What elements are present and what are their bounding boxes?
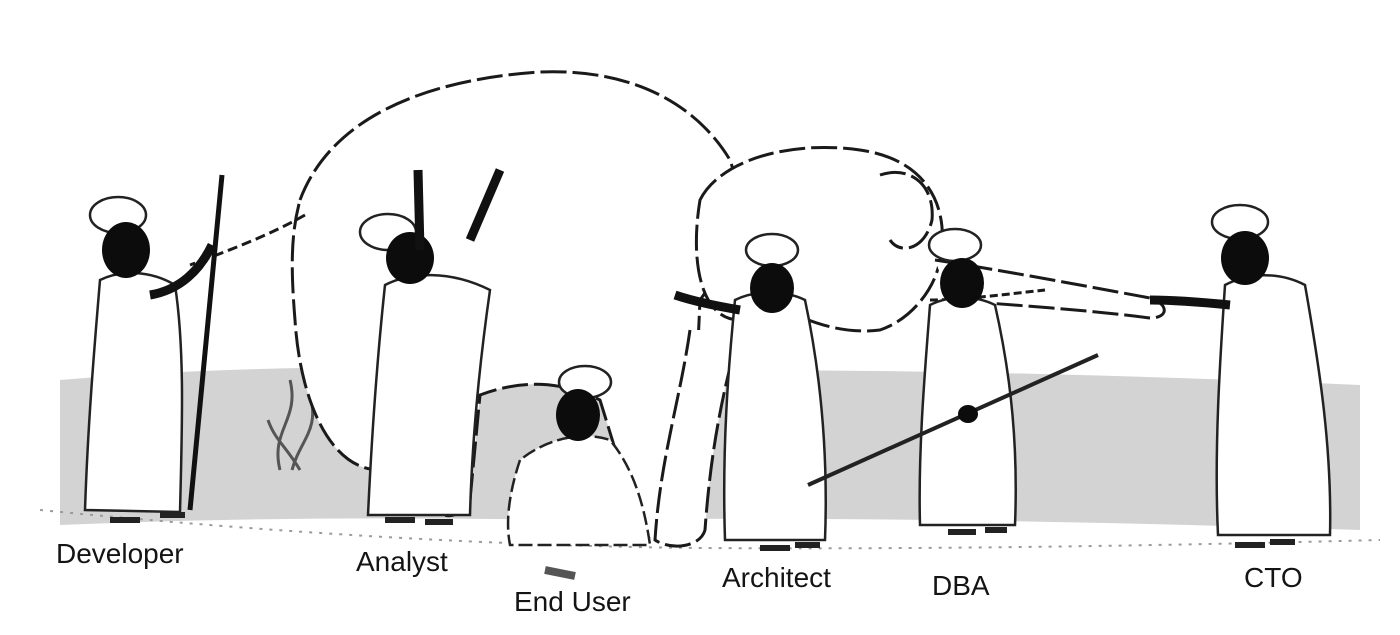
analyst-figure bbox=[358, 168, 505, 525]
architect-feet bbox=[760, 542, 820, 551]
label-developer: Developer bbox=[56, 538, 184, 569]
end-user-figure bbox=[506, 364, 652, 580]
label-dba: DBA bbox=[932, 570, 990, 601]
elephant-front-leg bbox=[653, 329, 742, 548]
label-architect: Architect bbox=[722, 562, 831, 593]
analyst-arm-left bbox=[413, 169, 425, 251]
cto-figure bbox=[1149, 203, 1332, 548]
end-user-slipper bbox=[544, 566, 576, 580]
analyst-feet bbox=[385, 517, 453, 525]
architect-arm bbox=[673, 290, 741, 315]
developer-feet bbox=[110, 512, 185, 523]
developer-staff bbox=[187, 174, 225, 511]
end-user-face bbox=[556, 389, 600, 441]
elephant-trunk bbox=[934, 258, 1166, 320]
cto-arm bbox=[1149, 295, 1231, 310]
dba-face bbox=[940, 258, 984, 308]
elephant-head bbox=[694, 146, 944, 333]
architect-robe bbox=[722, 291, 827, 542]
developer-figure bbox=[83, 174, 225, 523]
end-user-robe bbox=[506, 434, 652, 547]
ground-speckle-band bbox=[39, 509, 1381, 550]
cto-robe bbox=[1215, 274, 1332, 537]
elephant-tusk bbox=[929, 288, 1046, 302]
dba-turban bbox=[927, 227, 983, 263]
developer-robe bbox=[83, 271, 184, 514]
elephant-ear bbox=[879, 170, 934, 250]
dba-stick bbox=[807, 353, 1099, 487]
cto-feet bbox=[1235, 539, 1295, 548]
label-analyst: Analyst bbox=[356, 546, 448, 577]
developer-arm bbox=[149, 242, 217, 300]
architect-figure bbox=[673, 232, 827, 551]
developer-face bbox=[102, 222, 150, 278]
dba-hand bbox=[958, 405, 978, 423]
dba-figure bbox=[807, 227, 1099, 535]
architect-face bbox=[750, 263, 794, 313]
architect-turban bbox=[744, 232, 800, 268]
label-cto: CTO bbox=[1244, 562, 1303, 593]
analyst-face bbox=[386, 232, 434, 284]
dba-feet bbox=[948, 527, 1007, 535]
analyst-robe bbox=[366, 273, 492, 517]
cto-face bbox=[1221, 231, 1269, 285]
label-end-user: End User bbox=[514, 586, 631, 617]
analyst-arm-right bbox=[465, 168, 505, 242]
